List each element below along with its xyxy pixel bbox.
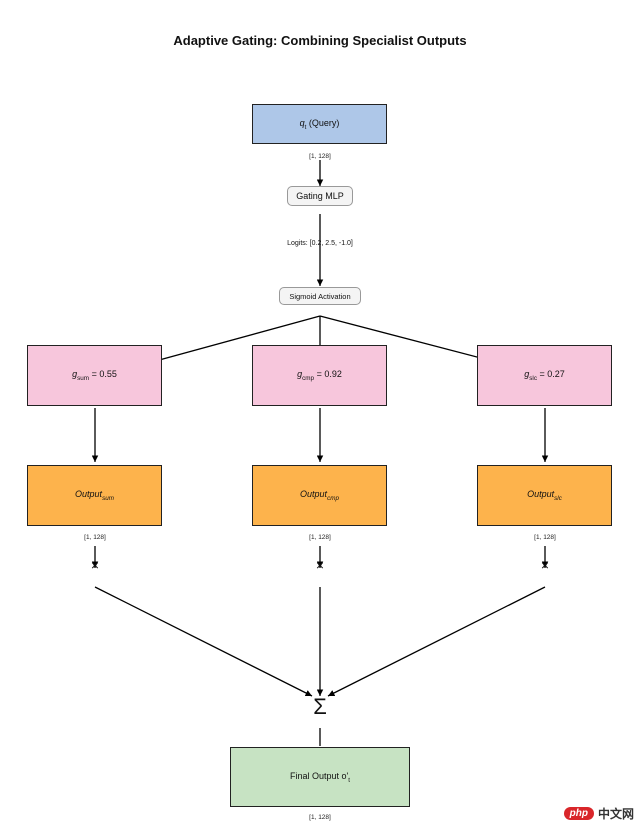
- gate-box-slc: gslc = 0.27: [477, 345, 612, 406]
- gate-box-cmp: gcmp = 0.92: [252, 345, 387, 406]
- sigmoid-label: Sigmoid Activation: [289, 291, 351, 301]
- final-output-box: Final Output o't: [230, 747, 410, 807]
- watermark: php 中文网: [563, 805, 634, 822]
- output-label-cmp: Outputcmp: [300, 489, 339, 502]
- watermark-badge: php: [563, 807, 594, 820]
- output-dim-cmp: [1, 128]: [309, 534, 331, 541]
- sigmoid-node: Sigmoid Activation: [279, 287, 361, 305]
- gate-label-cmp: gcmp = 0.92: [297, 369, 342, 382]
- output-box-sum: Outputsum: [27, 465, 162, 526]
- query-label: qt (Query): [299, 117, 340, 131]
- multiply-symbol-cmp: ×: [315, 557, 325, 573]
- logits-label: Logits: [0.2, 2.5, -1.0]: [287, 240, 353, 247]
- output-box-slc: Outputslc: [477, 465, 612, 526]
- watermark-text: 中文网: [597, 807, 634, 821]
- output-box-cmp: Outputcmp: [252, 465, 387, 526]
- final-output-dim: [1, 128]: [309, 814, 331, 821]
- output-dim-sum: [1, 128]: [84, 534, 106, 541]
- final-output-label: Final Output o't: [290, 770, 350, 784]
- gate-label-slc: gslc = 0.27: [524, 369, 565, 382]
- gating-mlp-label: Gating MLP: [296, 191, 344, 201]
- diagram-title: Adaptive Gating: Combining Specialist Ou…: [173, 33, 467, 48]
- output-label-sum: Outputsum: [75, 489, 114, 502]
- query-dim: [1, 128]: [309, 153, 331, 160]
- query-box: qt (Query): [252, 104, 387, 144]
- arrow-times-slc-to-sigma: [327, 586, 546, 697]
- output-dim-slc: [1, 128]: [534, 534, 556, 541]
- gating-mlp-node: Gating MLP: [287, 186, 353, 206]
- gate-box-sum: gsum = 0.55: [27, 345, 162, 406]
- output-label-slc: Outputslc: [527, 489, 562, 502]
- gate-label-sum: gsum = 0.55: [72, 369, 117, 382]
- arrow-times-sum-to-sigma: [94, 586, 313, 697]
- sum-symbol: Σ: [313, 694, 327, 719]
- multiply-symbol-sum: ×: [90, 557, 100, 573]
- multiply-symbol-slc: ×: [540, 557, 550, 573]
